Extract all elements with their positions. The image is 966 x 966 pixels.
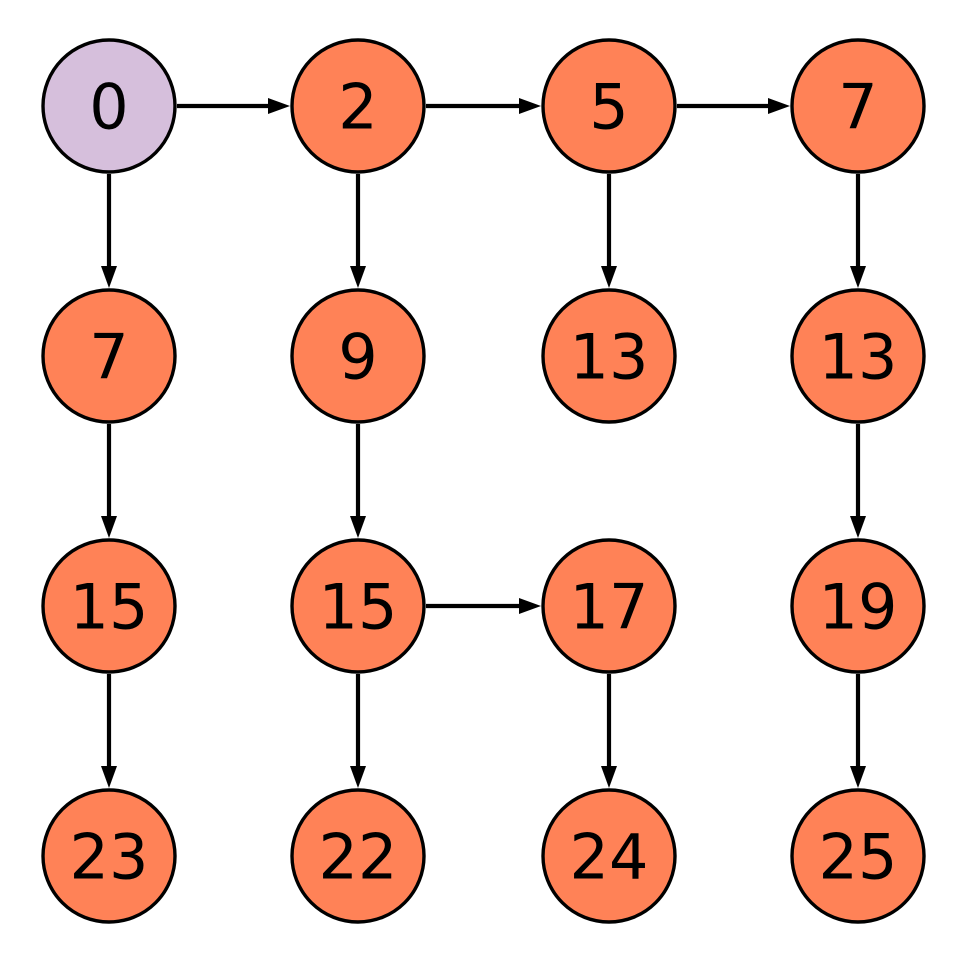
node-label: 19 xyxy=(819,571,898,644)
node-circle[interactable] xyxy=(41,538,177,674)
node-circle[interactable] xyxy=(790,288,926,424)
graph-node[interactable]: 24 xyxy=(541,788,677,924)
node-label: 24 xyxy=(570,821,649,894)
node-circle[interactable] xyxy=(290,288,426,424)
graph-edge xyxy=(350,674,366,788)
node-label: 13 xyxy=(819,321,898,394)
node-label: 5 xyxy=(589,71,628,144)
node-label: 23 xyxy=(70,821,149,894)
arrow-head-icon xyxy=(850,516,866,538)
graph-edge xyxy=(426,598,541,614)
arrow-head-icon xyxy=(519,598,541,614)
arrow-head-icon xyxy=(850,766,866,788)
node-circle[interactable] xyxy=(790,38,926,174)
arrow-head-icon xyxy=(101,516,117,538)
graph-node[interactable]: 5 xyxy=(541,38,677,174)
graph-node[interactable]: 7 xyxy=(790,38,926,174)
node-label: 22 xyxy=(319,821,398,894)
node-circle[interactable] xyxy=(541,538,677,674)
graph-node[interactable]: 25 xyxy=(790,788,926,924)
graph-node[interactable]: 13 xyxy=(541,288,677,424)
graph-node[interactable]: 19 xyxy=(790,538,926,674)
graph-edge xyxy=(677,98,790,114)
node-label: 2 xyxy=(338,71,377,144)
node-label: 7 xyxy=(89,321,128,394)
arrow-head-icon xyxy=(768,98,790,114)
arrow-head-icon xyxy=(101,266,117,288)
graph-edge xyxy=(601,174,617,288)
graph-edge xyxy=(101,424,117,538)
graph-node[interactable]: 22 xyxy=(290,788,426,924)
node-label: 15 xyxy=(70,571,149,644)
arrow-head-icon xyxy=(350,766,366,788)
graph-node[interactable]: 23 xyxy=(41,788,177,924)
graph-node[interactable]: 9 xyxy=(290,288,426,424)
node-circle[interactable] xyxy=(41,788,177,924)
arrow-head-icon xyxy=(850,266,866,288)
graph-edge xyxy=(177,98,290,114)
node-label: 15 xyxy=(319,571,398,644)
graph-node[interactable]: 15 xyxy=(290,538,426,674)
node-label: 13 xyxy=(570,321,649,394)
arrow-head-icon xyxy=(601,766,617,788)
graph-node[interactable]: 7 xyxy=(41,288,177,424)
graph-edge xyxy=(426,98,541,114)
arrow-head-icon xyxy=(601,266,617,288)
node-circle[interactable] xyxy=(790,788,926,924)
graph-node[interactable]: 0 xyxy=(41,38,177,174)
node-circle[interactable] xyxy=(541,788,677,924)
node-label: 17 xyxy=(570,571,649,644)
arrow-head-icon xyxy=(101,766,117,788)
node-circle[interactable] xyxy=(541,288,677,424)
graph-node[interactable]: 13 xyxy=(790,288,926,424)
node-circle[interactable] xyxy=(290,788,426,924)
node-label: 9 xyxy=(338,321,377,394)
node-label: 0 xyxy=(89,71,128,144)
graph-node[interactable]: 15 xyxy=(41,538,177,674)
graph-edge xyxy=(850,424,866,538)
graph-node[interactable]: 17 xyxy=(541,538,677,674)
node-circle[interactable] xyxy=(41,288,177,424)
node-label: 7 xyxy=(838,71,877,144)
arrow-head-icon xyxy=(519,98,541,114)
arrow-head-icon xyxy=(350,516,366,538)
graph-edge xyxy=(350,424,366,538)
node-circle[interactable] xyxy=(790,538,926,674)
node-circle[interactable] xyxy=(290,538,426,674)
node-circle[interactable] xyxy=(290,38,426,174)
node-circle[interactable] xyxy=(41,38,177,174)
arrow-head-icon xyxy=(350,266,366,288)
node-label: 25 xyxy=(819,821,898,894)
graph-edge xyxy=(850,174,866,288)
graph-edge xyxy=(101,174,117,288)
graph-edge xyxy=(350,174,366,288)
graph-node[interactable]: 2 xyxy=(290,38,426,174)
edges-layer xyxy=(101,98,866,788)
graph-edge xyxy=(601,674,617,788)
graph-edge xyxy=(101,674,117,788)
graph-edge xyxy=(850,674,866,788)
arrow-head-icon xyxy=(268,98,290,114)
node-circle[interactable] xyxy=(541,38,677,174)
